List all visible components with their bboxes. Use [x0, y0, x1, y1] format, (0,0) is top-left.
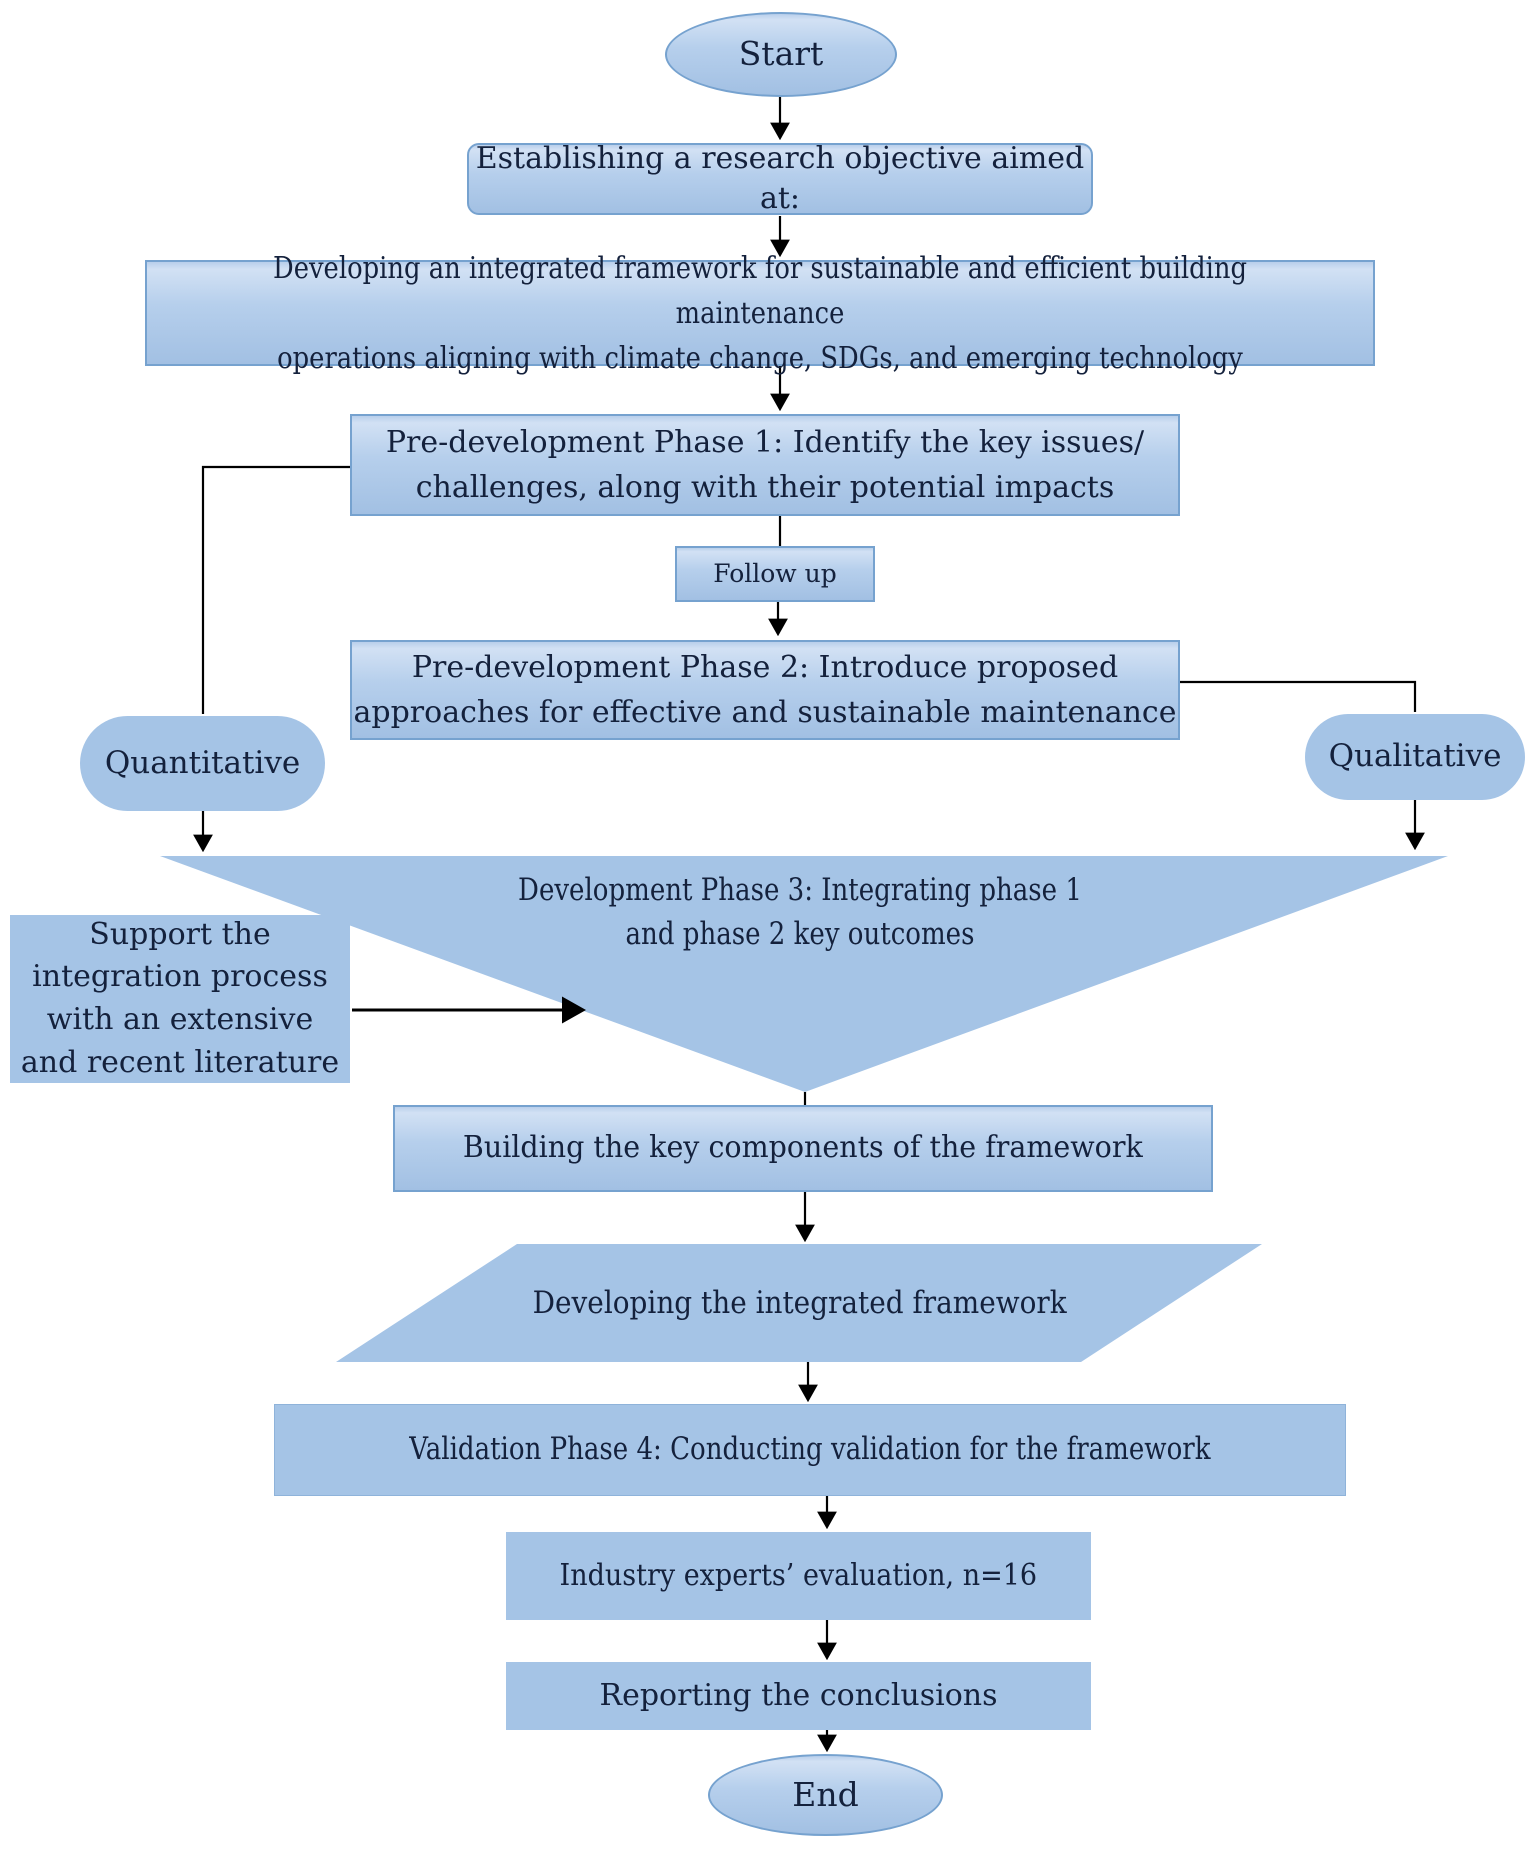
start-label: Start [738, 34, 824, 74]
support-line1: Support the [89, 916, 271, 952]
phase3-line2: and phase 2 key outcomes [625, 916, 975, 953]
building-box: Building the key components of the frame… [393, 1105, 1213, 1192]
phase3-line1: Development Phase 3: Integrating phase 1 [518, 872, 1082, 908]
end-label: End [792, 1774, 859, 1814]
experts-box: Industry experts’ evaluation, n=16 [506, 1532, 1091, 1620]
start-terminator: Start [665, 12, 897, 97]
framework-box: Developing an integrated framework for s… [145, 251, 1375, 376]
objective-label: Establishing a research objective aimed … [475, 140, 1085, 217]
phase4-box: Validation Phase 4: Conducting validatio… [274, 1404, 1346, 1496]
quantitative-label: Quantitative [104, 744, 301, 781]
phase1-line1: Pre-development Phase 1: Identify the ke… [385, 425, 1145, 460]
qualitative-label: Qualitative [1328, 738, 1502, 775]
framework-line2: operations aligning with climate change,… [277, 340, 1243, 376]
building-label: Building the key components of the frame… [463, 1130, 1143, 1166]
phase1-box: Pre-development Phase 1: Identify the ke… [350, 414, 1180, 516]
phase1-line2: challenges, along with their potential i… [415, 470, 1115, 505]
objective-box: Establishing a research objective aimed … [467, 141, 1093, 216]
phase2-line2: approaches for effective and sustainable… [353, 695, 1177, 730]
support-line3: with an extensive [46, 1002, 314, 1037]
reporting-box: Reporting the conclusions [506, 1662, 1091, 1730]
support-line2: integration process [32, 959, 328, 995]
phase2-line1: Pre-development Phase 2: Introduce propo… [411, 650, 1119, 685]
developing-label: Developing the integrated framework [532, 1285, 1068, 1321]
support-box: Support the integration process with an … [10, 915, 350, 1083]
phase3-text: Development Phase 3: Integrating phase 1… [300, 868, 1300, 956]
framework-line1: Developing an integrated framework for s… [273, 250, 1247, 331]
follow-up-label: Follow up [713, 559, 837, 589]
end-terminator: End [708, 1754, 943, 1836]
support-line4: and recent literature [20, 1044, 340, 1080]
phase4-label: Validation Phase 4: Conducting validatio… [409, 1431, 1211, 1468]
phase2-box: Pre-development Phase 2: Introduce propo… [350, 640, 1180, 740]
qualitative-pill: Qualitative [1305, 714, 1525, 800]
phase3-triangle [160, 856, 1448, 1092]
developing-text: Developing the integrated framework [400, 1285, 1200, 1321]
connector-phase1-quantitative [201, 465, 350, 714]
quantitative-pill: Quantitative [80, 716, 325, 811]
developing-parallelogram [336, 1244, 1262, 1362]
reporting-label: Reporting the conclusions [599, 1677, 998, 1713]
connector-phase2-qualitative [1180, 680, 1417, 712]
follow-up-box: Follow up [675, 546, 875, 602]
experts-label: Industry experts’ evaluation, n=16 [559, 1557, 1038, 1593]
